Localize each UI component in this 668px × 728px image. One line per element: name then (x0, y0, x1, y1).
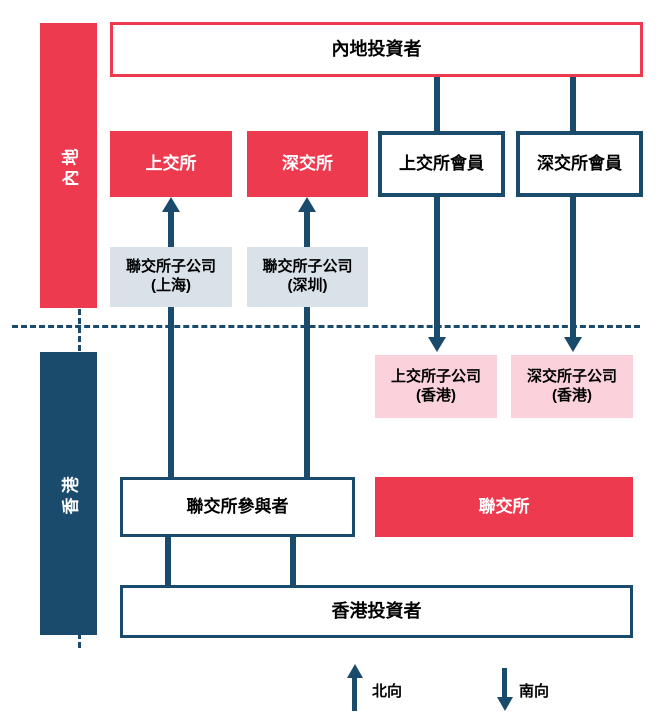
southbound-arrow-sse-line (434, 77, 440, 339)
box-sehk-subsidiary-shenzhen: 聯交所子公司 (深圳) (247, 247, 368, 307)
arrow-down-icon (428, 337, 446, 352)
box-mainland-investors: 內地投資者 (110, 22, 643, 77)
box-label: 上交所 (145, 154, 197, 174)
box-label-line1: 深交所子公司 (526, 367, 617, 385)
legend-southbound-label: 南向 (519, 683, 550, 700)
box-sse-members: 上交所會員 (378, 131, 505, 197)
box-sse-subsidiary-hk: 上交所子公司 (香港) (375, 355, 497, 418)
box-szse: 深交所 (247, 131, 368, 197)
region-label-mainland: 內地 (61, 144, 80, 187)
box-label: 上交所會員 (399, 154, 484, 174)
legend-northbound-arrow-line (352, 676, 357, 711)
box-sehk-participants: 聯交所參與者 (120, 477, 355, 537)
box-label: 深交所 (282, 154, 333, 174)
participants-investors-connector-right (290, 537, 296, 585)
box-label: 聯交所 (478, 497, 530, 517)
box-label-line1: 聯交所子公司 (262, 258, 353, 276)
box-label: 聯交所參與者 (186, 497, 289, 517)
arrow-down-icon (564, 337, 582, 352)
southbound-arrow-szse-line (570, 77, 576, 339)
legend-southbound-arrow-line (502, 668, 507, 698)
region-bar-hongkong: 香港 (40, 352, 97, 635)
box-hk-investors: 香港投資者 (120, 585, 633, 638)
box-sehk-subsidiary-shanghai: 聯交所子公司 (上海) (110, 247, 232, 307)
box-label-line1: 聯交所子公司 (125, 258, 216, 276)
arrow-up-icon (298, 197, 316, 212)
participants-investors-connector-left (165, 537, 171, 585)
box-label: 深交所會員 (537, 154, 622, 174)
arrow-up-icon (347, 664, 363, 678)
boundary-dashed-vertical (78, 30, 81, 648)
northbound-arrow-szse-line (304, 204, 310, 477)
box-label-line2: (深圳) (287, 277, 328, 294)
box-label: 內地投資者 (331, 39, 422, 60)
box-label: 香港投資者 (331, 601, 422, 622)
arrow-up-icon (162, 197, 180, 212)
box-label-line2: (香港) (416, 386, 456, 404)
box-label-line2: (香港) (552, 386, 592, 404)
legend-northbound-label: 北向 (372, 683, 403, 700)
region-label-hongkong: 香港 (61, 472, 80, 515)
region-bar-mainland: 內地 (40, 23, 97, 308)
boundary-dashed-horizontal (12, 325, 640, 328)
box-sehk: 聯交所 (375, 477, 633, 537)
arrow-down-icon (497, 697, 513, 711)
box-sse: 上交所 (110, 131, 232, 197)
box-label-line1: 上交所子公司 (390, 367, 481, 385)
box-label-line2: (上海) (151, 277, 191, 294)
box-szse-members: 深交所會員 (516, 131, 643, 197)
northbound-arrow-sse-line (168, 204, 174, 477)
box-szse-subsidiary-hk: 深交所子公司 (香港) (511, 355, 633, 418)
